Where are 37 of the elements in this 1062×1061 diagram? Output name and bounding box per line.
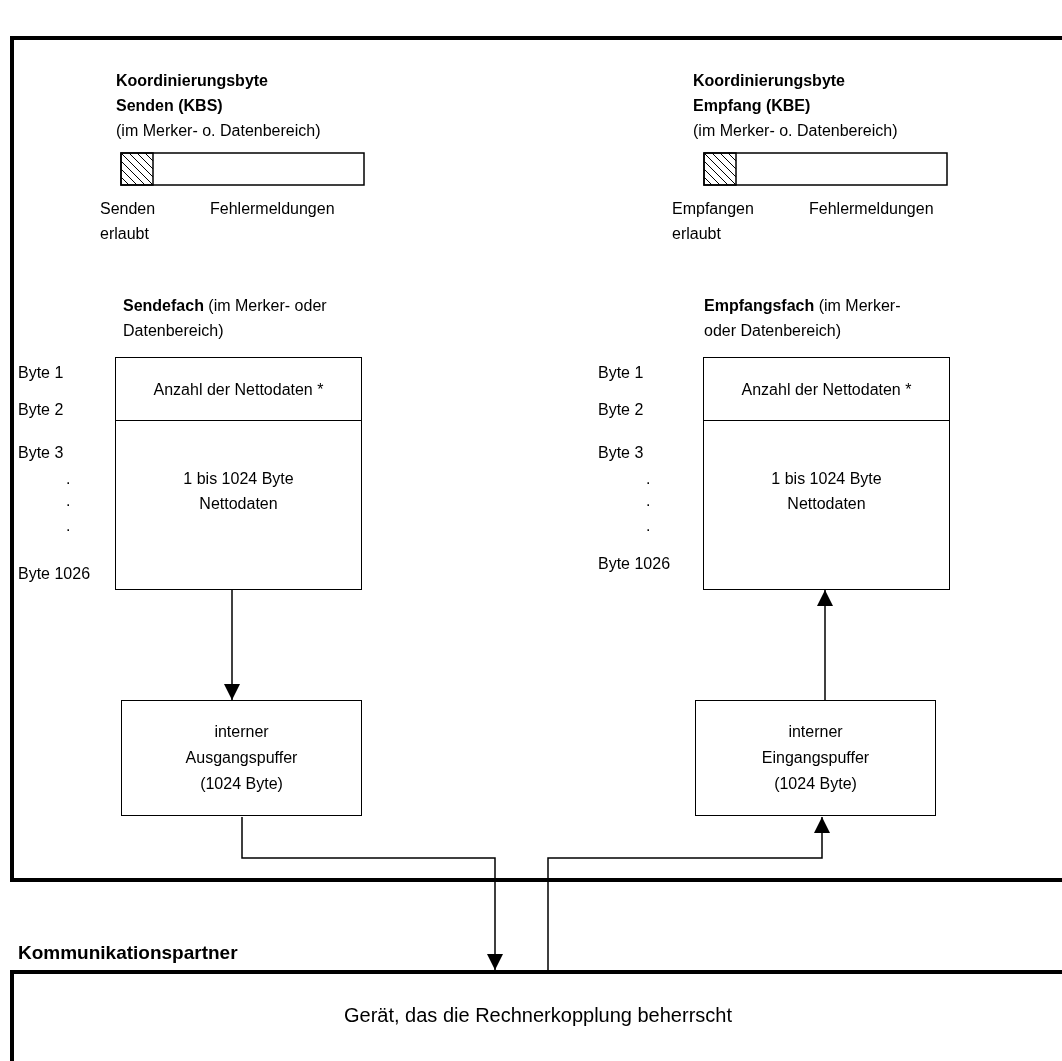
byte-label: Byte 3	[598, 443, 644, 463]
byte-label: Byte 1026	[18, 564, 91, 584]
description-text: (im Merker- o. Datenbereich)	[116, 121, 321, 141]
arrow	[241, 816, 503, 971]
ellipsis-dot: .	[646, 516, 651, 536]
byte-label: Byte 1	[598, 363, 644, 383]
buffer-box: interner Ausgangspuffer (1024 Byte)	[121, 700, 362, 816]
arrow	[817, 589, 833, 701]
caption-text: Fehlermeldungen	[210, 199, 336, 219]
heading-text: Koordinierungsbyte Empfang (KBE)	[693, 71, 846, 116]
arrow	[547, 816, 830, 971]
byte-label: Byte 1026	[598, 554, 671, 574]
ellipsis-dot: .	[66, 516, 71, 536]
description-text: (im Merker- o. Datenbereich)	[693, 121, 898, 141]
ellipsis-dot: .	[66, 491, 71, 511]
caption-text: Fehlermeldungen	[809, 199, 935, 219]
caption-text: Empfangen erlaubt	[672, 199, 755, 244]
ellipsis-dot: .	[646, 469, 651, 489]
partner-box: Gerät, das die Rechnerkopplung beherrscht	[10, 970, 1062, 1061]
arrow	[224, 589, 240, 701]
device-frame	[10, 36, 1062, 882]
byte-label: Byte 3	[18, 443, 64, 463]
heading-text: Sendefach (im Merker- oder Datenbereich)	[123, 296, 328, 341]
count-field: Anzahl der Nettodaten *	[116, 358, 361, 421]
caption-text: Senden erlaubt	[100, 199, 157, 244]
byte-label: Byte 2	[18, 400, 64, 420]
count-field: Anzahl der Nettodaten *	[704, 358, 949, 421]
heading-text: Koordinierungsbyte Senden (KBS)	[116, 71, 269, 116]
heading-text: Kommunikationspartner	[18, 941, 238, 965]
data-field: 1 bis 1024 Byte Nettodaten	[151, 466, 326, 516]
ellipsis-dot: .	[646, 491, 651, 511]
heading-text: Empfangsfach (im Merker- oder Datenbereich)	[704, 296, 902, 341]
byte-label: Byte 1	[18, 363, 64, 383]
data-field: 1 bis 1024 Byte Nettodaten	[739, 466, 914, 516]
buffer-box: interner Eingangspuffer (1024 Byte)	[695, 700, 936, 816]
ellipsis-dot: .	[66, 469, 71, 489]
byte-label: Byte 2	[598, 400, 644, 420]
